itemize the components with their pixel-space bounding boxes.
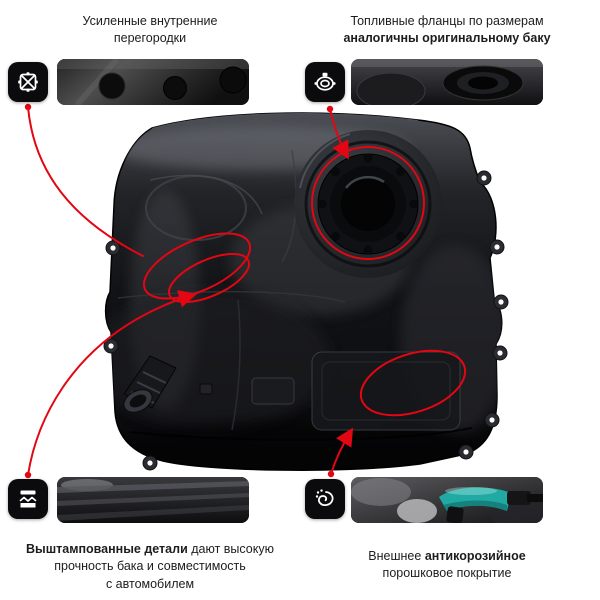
annotation-dot	[24, 103, 32, 111]
callout-text-bottom-left: Выштампованные детали дают высокую прочн…	[25, 541, 275, 593]
annotation-ellipse-coating	[359, 349, 467, 417]
fuel-flange	[294, 130, 442, 278]
callout-tr-line2: аналогичны оригинальному баку	[343, 31, 551, 46]
callout-br-bold: антикорозийное	[424, 549, 526, 563]
baffle-detail-photo	[57, 59, 249, 105]
stamped-detail-photo	[57, 477, 249, 523]
flange-ring-icon	[314, 72, 336, 91]
callout-bl-rest: дают высокую	[187, 542, 274, 556]
flange-detail-photo	[351, 59, 543, 105]
callout-text-top-left: Усиленные внутренние перегородки	[35, 13, 265, 48]
badge-bottom-left	[8, 479, 48, 519]
thumb-bottom-left-photo	[57, 477, 249, 523]
callout-br-regular: Внешнее	[368, 549, 425, 563]
annotation-line-bottom-right	[330, 427, 354, 475]
callout-text-bottom-right: Внешнее антикорозийное порошковое покрыт…	[347, 548, 547, 583]
filler-neck	[123, 355, 213, 413]
callout-tl-line1: Усиленные внутренние	[82, 14, 218, 28]
annotation-line-top-right	[329, 108, 349, 160]
callout-bl-bold: Выштампованные детали	[26, 542, 188, 556]
annotation-circle-flange	[311, 146, 425, 260]
callout-br-line2: порошковое покрытие	[382, 566, 512, 581]
callout-bl-line3: с автомобилем	[105, 576, 195, 591]
thumb-top-left-photo	[57, 59, 249, 105]
annotation-ellipse-baffles	[142, 232, 252, 300]
annotation-dot	[327, 470, 335, 478]
baffle-grid-icon	[18, 72, 38, 92]
spray-coating-icon	[315, 489, 334, 506]
stamped-press-icon	[19, 490, 37, 508]
callout-tl-line2: перегородки	[113, 31, 187, 46]
mounting-tabs	[103, 170, 509, 471]
annotation-line-bottom-left	[27, 290, 197, 476]
annotation-ellipse-baffles-inner	[168, 252, 250, 304]
annotation-dot	[24, 471, 32, 479]
coating-detail-photo	[351, 477, 543, 523]
badge-top-left	[8, 62, 48, 102]
badge-bottom-right	[305, 479, 345, 519]
thumb-bottom-right-photo	[351, 477, 543, 523]
annotation-dot	[326, 105, 334, 113]
callout-text-top-right: Топливные фланцы по размерам аналогичны …	[340, 13, 554, 48]
callout-bl-line2: прочность бака и совместимость	[54, 559, 246, 574]
callout-tr-line1: Топливные фланцы по размерам	[350, 14, 544, 28]
badge-top-right	[305, 62, 345, 102]
thumb-top-right-photo	[351, 59, 543, 105]
annotation-line-top-left	[27, 106, 144, 257]
